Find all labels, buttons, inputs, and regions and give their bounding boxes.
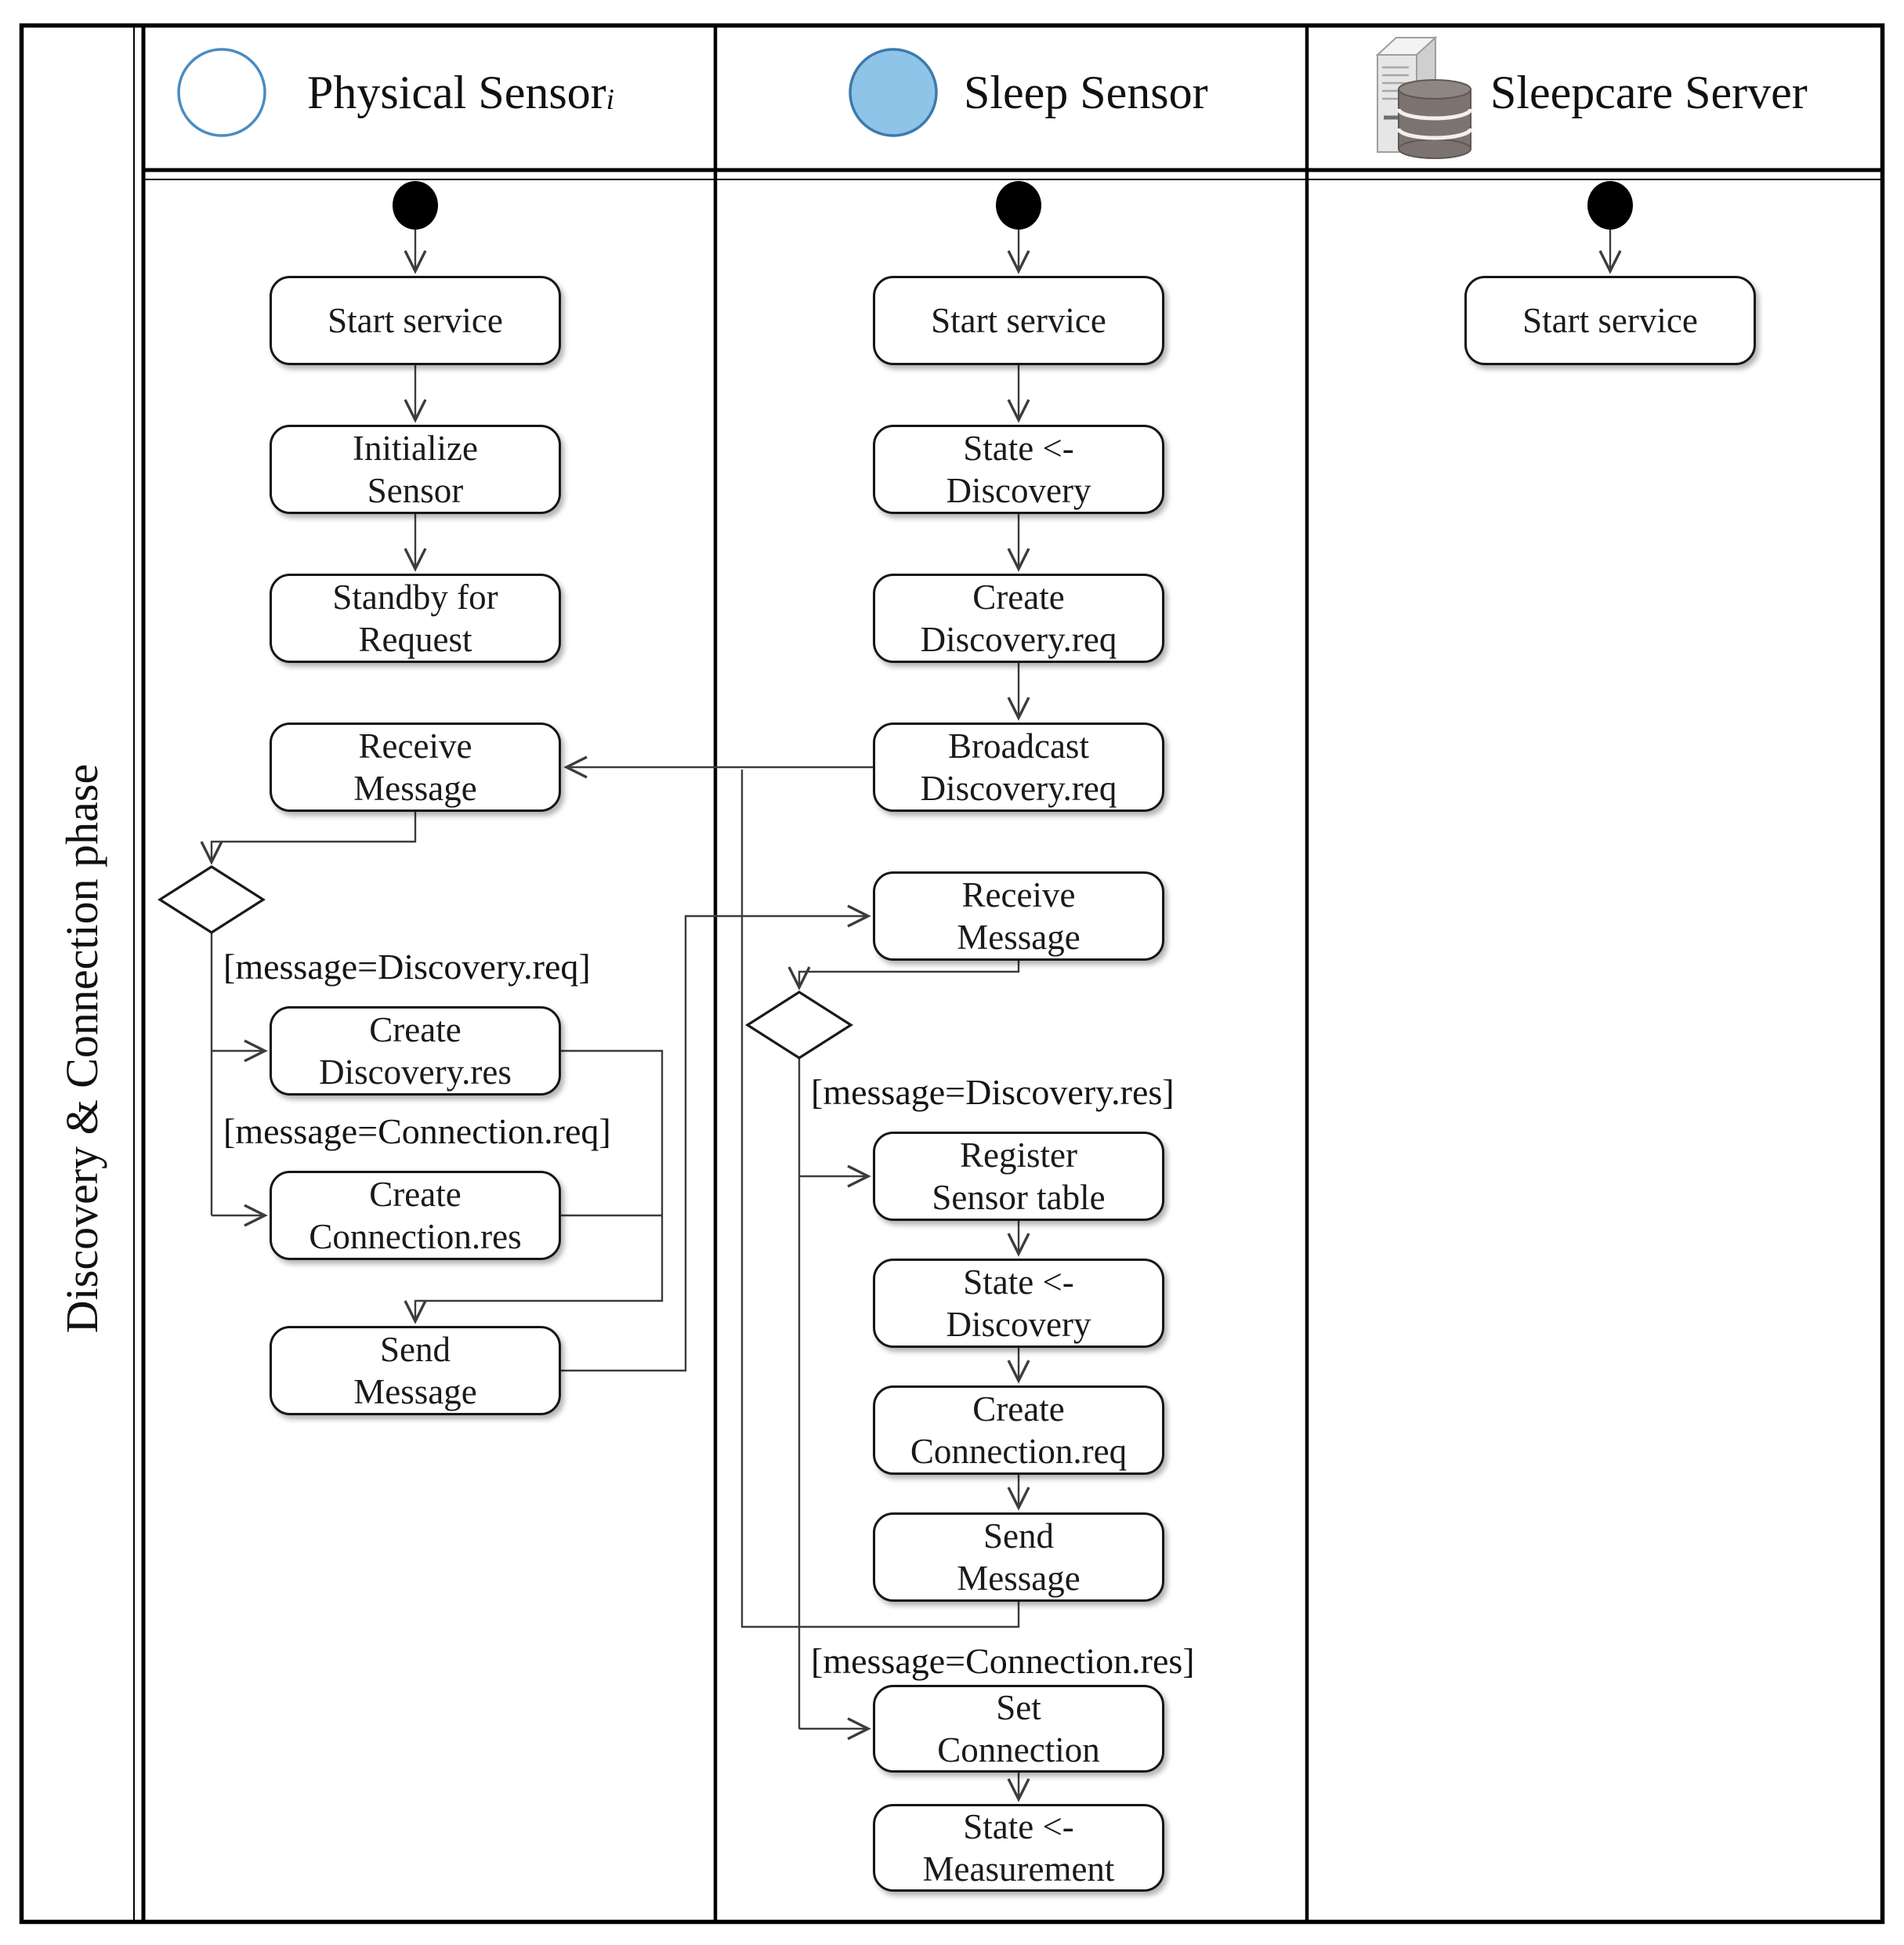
activity-ps-send-message: Send Message [270, 1326, 561, 1415]
activity-ss-state-discovery-2: State <- Discovery [873, 1259, 1164, 1348]
activity-ss-create-discovery-req: Create Discovery.req [873, 574, 1164, 663]
sleep-sensor-icon [849, 48, 938, 137]
lane-header-sleepcare-server: Sleepcare Server [1490, 66, 1808, 118]
phase-label: Discovery & Connection phase [56, 763, 107, 1334]
physical-sensor-icon [177, 48, 266, 137]
activity-ss-start-service: Start service [873, 276, 1164, 365]
edge-merge-to-ps-send [404, 1049, 664, 1324]
edge-ps-receive-to-decision [200, 812, 417, 865]
diagram-edges [200, 230, 1622, 1802]
edge-ss-receive-to-decision [787, 961, 1020, 991]
activity-ss-broadcast-discovery-req: Broadcast Discovery.req [873, 723, 1164, 812]
activity-ps-standby-for-request: Standby for Request [270, 574, 561, 663]
activity-ss-receive-message: Receive Message [873, 871, 1164, 961]
activity-ss-send-message: Send Message [873, 1512, 1164, 1602]
activity-ps-start-service: Start service [270, 276, 561, 365]
edge-ss-send-loopback [740, 770, 1020, 1628]
lane-header-sleep-sensor: Sleep Sensor [964, 66, 1208, 118]
guard-message-discovery-res: [message=Discovery.res] [811, 1072, 1175, 1112]
activity-srv-start-service: Start service [1464, 276, 1756, 365]
activity-ss-set-connection: Set Connection [873, 1685, 1164, 1773]
decision-diamond [157, 865, 853, 1059]
server-icon [1375, 35, 1473, 159]
edge-ps-send-to-ss-receive [561, 904, 871, 1372]
activity-ps-receive-message: Receive Message [270, 723, 561, 812]
guard-message-discovery-req: [message=Discovery.req] [223, 947, 591, 987]
activity-ps-create-connection-res: Create Connection.res [270, 1171, 561, 1260]
guard-message-connection-req: [message=Connection.req] [223, 1111, 611, 1151]
activity-ss-state-measurement: State <- Measurement [873, 1804, 1164, 1892]
activity-ss-state-discovery-1: State <- Discovery [873, 425, 1164, 514]
initial-node [393, 181, 1633, 230]
activity-ps-create-discovery-res: Create Discovery.res [270, 1006, 561, 1096]
guard-message-connection-res: [message=Connection.res] [811, 1641, 1195, 1681]
activity-ss-register-sensor-table: Register Sensor table [873, 1132, 1164, 1221]
activity-ps-initialize-sensor: Initialize Sensor [270, 425, 561, 514]
swimlane-grid [19, 23, 1885, 1925]
activity-ss-create-connection-req: Create Connection.req [873, 1385, 1164, 1475]
